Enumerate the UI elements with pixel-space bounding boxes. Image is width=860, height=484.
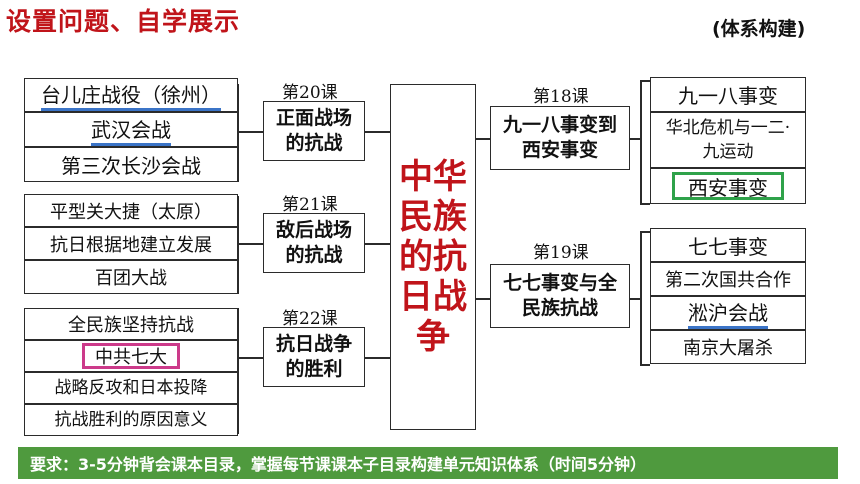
list-item: 九一八事变 xyxy=(650,77,806,112)
page-subtitle: (体系构建) xyxy=(712,18,806,40)
lesson-number: 第19课 xyxy=(533,243,589,263)
connector xyxy=(640,231,650,233)
lesson-title: 九一八事变到西安事变 xyxy=(490,106,630,170)
connector xyxy=(476,298,490,300)
list-item: 台儿庄战役（徐州） xyxy=(24,78,238,112)
connector xyxy=(237,243,263,245)
connector xyxy=(640,80,642,203)
list-item: 西安事变 xyxy=(650,168,806,204)
connector xyxy=(237,357,263,359)
list-item: 华北危机与一二·九运动 xyxy=(650,112,806,168)
lesson-number: 第22课 xyxy=(282,309,338,329)
requirement-banner: 要求：3-5分钟背会课本目录，掌握每节课课本子目录构建单元知识体系（时间5分钟） xyxy=(18,447,838,479)
lesson-number: 第20课 xyxy=(282,83,338,103)
list-item: 淞沪会战 xyxy=(650,296,806,330)
list-item: 百团大战 xyxy=(24,260,238,294)
list-item: 抗日根据地建立发展 xyxy=(24,227,238,260)
lesson-title: 七七事变与全民族抗战 xyxy=(490,264,630,328)
connector xyxy=(640,231,642,364)
connector xyxy=(640,203,650,205)
page-title: 设置问题、自学展示 xyxy=(6,7,241,36)
connector xyxy=(476,138,490,140)
list-item: 平型关大捷（太原） xyxy=(24,194,238,227)
lesson-title: 正面战场的抗战 xyxy=(263,101,365,161)
list-item: 中共七大 xyxy=(24,340,238,372)
lesson-title: 敌后战场的抗战 xyxy=(263,213,365,273)
list-item: 武汉会战 xyxy=(24,112,238,147)
lesson-number: 第21课 xyxy=(282,195,338,215)
list-item: 南京大屠杀 xyxy=(650,330,806,364)
list-item: 七七事变 xyxy=(650,228,806,262)
connector xyxy=(365,243,390,245)
connector xyxy=(237,131,263,133)
list-item: 第二次国共合作 xyxy=(650,262,806,296)
list-item: 第三次长沙会战 xyxy=(24,147,238,182)
connector xyxy=(365,131,390,133)
list-item: 全民族坚持抗战 xyxy=(24,308,238,340)
connector xyxy=(630,298,640,300)
connector xyxy=(365,357,390,359)
list-item: 战略反攻和日本投降 xyxy=(24,372,238,404)
center-topic: 中华民族的抗日战争 xyxy=(390,84,476,430)
lesson-number: 第18课 xyxy=(533,87,589,107)
lesson-title: 抗日战争的胜利 xyxy=(263,327,365,387)
connector xyxy=(630,138,640,140)
highlight-box: 中共七大 xyxy=(82,343,180,369)
list-item: 抗战胜利的原因意义 xyxy=(24,404,238,436)
connector xyxy=(640,364,650,366)
highlight-box: 西安事变 xyxy=(672,172,784,200)
connector xyxy=(640,80,650,82)
